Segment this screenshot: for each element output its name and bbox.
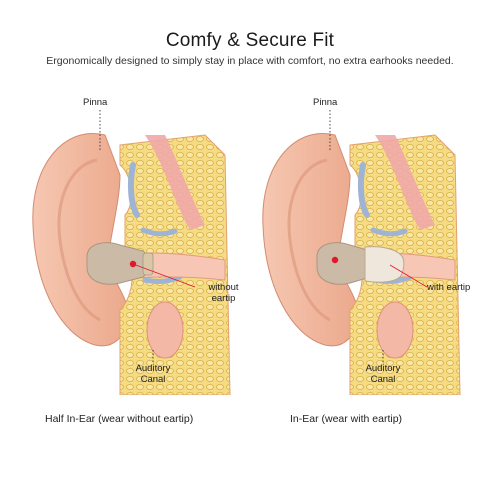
ear-diagram-half-in-ear: Pinna without eartip Auditory Canal xyxy=(25,95,250,395)
page-title: Comfy & Secure Fit xyxy=(165,30,335,51)
ear-diagram-in-ear: Pinna with eartip Auditory Canal xyxy=(255,95,480,395)
ear-cross-section-illustration xyxy=(32,110,231,395)
pinna-label: Pinna xyxy=(313,97,338,108)
eartip-label: without eartip xyxy=(208,282,239,304)
caption-in-ear: In-Ear (wear with eartip) xyxy=(290,413,403,425)
pinna-label: Pinna xyxy=(83,97,108,108)
sensor-dot xyxy=(331,256,339,264)
caption-half-in-ear: Half In-Ear (wear without eartip) xyxy=(45,413,194,425)
auditory-canal-label: Auditory Canal xyxy=(365,363,401,385)
ear-cross-section-illustration xyxy=(262,110,461,395)
auditory-canal-label: Auditory Canal xyxy=(135,363,171,385)
eartip-shape xyxy=(364,246,405,283)
eartip-label: with eartip xyxy=(427,282,471,293)
page-subtitle: Ergonomically designed to simply stay in… xyxy=(46,55,454,67)
